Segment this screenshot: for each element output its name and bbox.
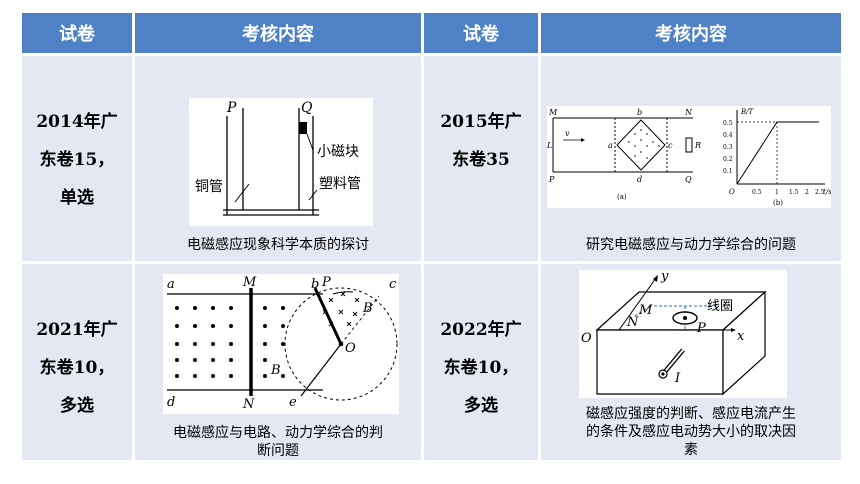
row1-right-caption: 研究电磁感应与动力学综合的问题	[586, 237, 796, 253]
copper-plastic-tube-figure: P Q 小磁块 铜管 塑料管	[189, 98, 373, 226]
tick-x2: 1	[775, 189, 779, 196]
label-m: M	[638, 303, 653, 318]
row1-content-cell: P Q 小磁块 铜管 塑料管 电磁感应现象科学本质的探讨	[135, 56, 421, 261]
label-m: M	[548, 108, 558, 117]
row2-exam-line3: 多选	[60, 396, 94, 416]
label-b-field-circle: B	[362, 301, 373, 316]
label-x: x	[737, 329, 745, 344]
row2-exam2-line1: 2022年广	[440, 320, 522, 340]
row2-left-caption-1: 电磁感应与电路、动力学综合的判	[173, 425, 383, 441]
row1-exam-cell: 2014年广 东卷15， 单选	[22, 56, 132, 261]
tick-x1: 0.5	[752, 189, 762, 196]
label-c: c	[668, 141, 673, 150]
row1-exam2-line2: 东卷35	[452, 150, 510, 170]
label-magnet: 小磁块	[317, 144, 359, 160]
label-axis-b: B/T	[740, 108, 755, 116]
label-p: P	[321, 275, 331, 290]
header-content-1: 考核内容	[135, 13, 421, 53]
tick-y4: 0.2	[723, 156, 733, 163]
label-d: d	[167, 395, 175, 410]
row2-exam-line1: 2021年广	[36, 320, 118, 340]
row1-exam2-line1: 2015年广	[440, 112, 522, 132]
label-d: d	[637, 175, 642, 184]
label-caption-b: (b)	[773, 199, 783, 207]
label-o: O	[345, 341, 356, 356]
label-plastic-tube: 塑料管	[319, 176, 361, 192]
tick-x0: O	[729, 188, 735, 196]
tick-y5: 0.1	[723, 168, 733, 175]
header-exam-2: 试卷	[424, 13, 538, 53]
box-coil-wire-figure: y M 线圈 N P O x I	[579, 269, 787, 398]
label-n: N	[242, 397, 255, 412]
label-e: e	[289, 395, 297, 410]
label-l: L	[547, 141, 552, 150]
label-b: b	[311, 277, 319, 292]
label-p: P	[696, 321, 706, 336]
row2-content-cell: a M b P c B B O d N e 电磁感应与电路、动力学综合的判 断问…	[135, 264, 421, 460]
label-b-top: b	[637, 108, 642, 117]
label-i: I	[674, 371, 681, 386]
row2-right-caption-1: 磁感应强度的判断、感应电流产生	[586, 406, 796, 422]
row1-exam-cell-2: 2015年广 东卷35	[424, 56, 538, 261]
row2-exam2-line3: 多选	[464, 396, 498, 416]
tick-y2: 0.4	[723, 132, 733, 139]
tick-y1: 0.5	[723, 120, 733, 127]
row2-exam-cell-2: 2022年广 东卷10， 多选	[424, 264, 538, 460]
rail-rotating-rod-figure: a M b P c B B O d N e	[163, 274, 399, 414]
label-v: v	[565, 129, 570, 138]
label-b-field-rail: B	[270, 363, 281, 378]
label-a: a	[608, 141, 613, 150]
label-q: Q	[301, 100, 313, 116]
label-coil: 线圈	[707, 299, 733, 314]
row2-exam-cell: 2021年广 东卷10， 多选	[22, 264, 132, 460]
row2-right-caption-3: 素	[684, 442, 698, 458]
row1-exam-line1: 2014年广	[36, 112, 118, 132]
label-c: c	[389, 277, 397, 292]
row2-exam-line2: 东卷10，	[39, 358, 115, 378]
tick-y3: 0.3	[723, 144, 733, 151]
row1-content-cell-2: M b N L v a c R P d Q (a) B/T t/s 0.5	[541, 56, 841, 261]
tick-x3: 1.5	[789, 189, 799, 196]
label-o: O	[581, 331, 592, 346]
label-p: P	[226, 100, 237, 116]
label-p-bottom: P	[548, 175, 555, 184]
label-n: N	[684, 108, 693, 117]
row2-exam2-line2: 东卷10，	[443, 358, 519, 378]
tick-x5: 2.5	[815, 189, 825, 196]
row1-exam-line2: 东卷15，	[39, 150, 115, 170]
label-q-bottom: Q	[685, 175, 692, 184]
row2-right-caption-2: 的条件及感应电动势大小的取决因	[586, 424, 796, 440]
label-y: y	[660, 270, 669, 284]
row2-left-caption-2: 断问题	[257, 443, 299, 459]
row2-content-cell-2: y M 线圈 N P O x I 磁感应强度的判断、感应电流产生 的条件及感应电…	[541, 264, 841, 460]
row1-exam-line3: 单选	[60, 188, 94, 208]
label-copper-tube: 铜管	[195, 179, 223, 195]
label-axis-t: t/s	[823, 188, 831, 196]
label-caption-a: (a)	[617, 193, 627, 201]
label-a: a	[167, 277, 175, 292]
tick-x4: 2	[805, 189, 809, 196]
row1-left-caption: 电磁感应现象科学本质的探讨	[187, 237, 369, 253]
square-loop-field-figure: M b N L v a c R P d Q (a) B/T t/s 0.5	[546, 106, 832, 208]
label-m: M	[242, 275, 257, 290]
header-exam-1: 试卷	[22, 13, 132, 53]
header-content-2: 考核内容	[541, 13, 841, 53]
label-n: N	[626, 315, 639, 330]
label-r: R	[694, 141, 701, 150]
